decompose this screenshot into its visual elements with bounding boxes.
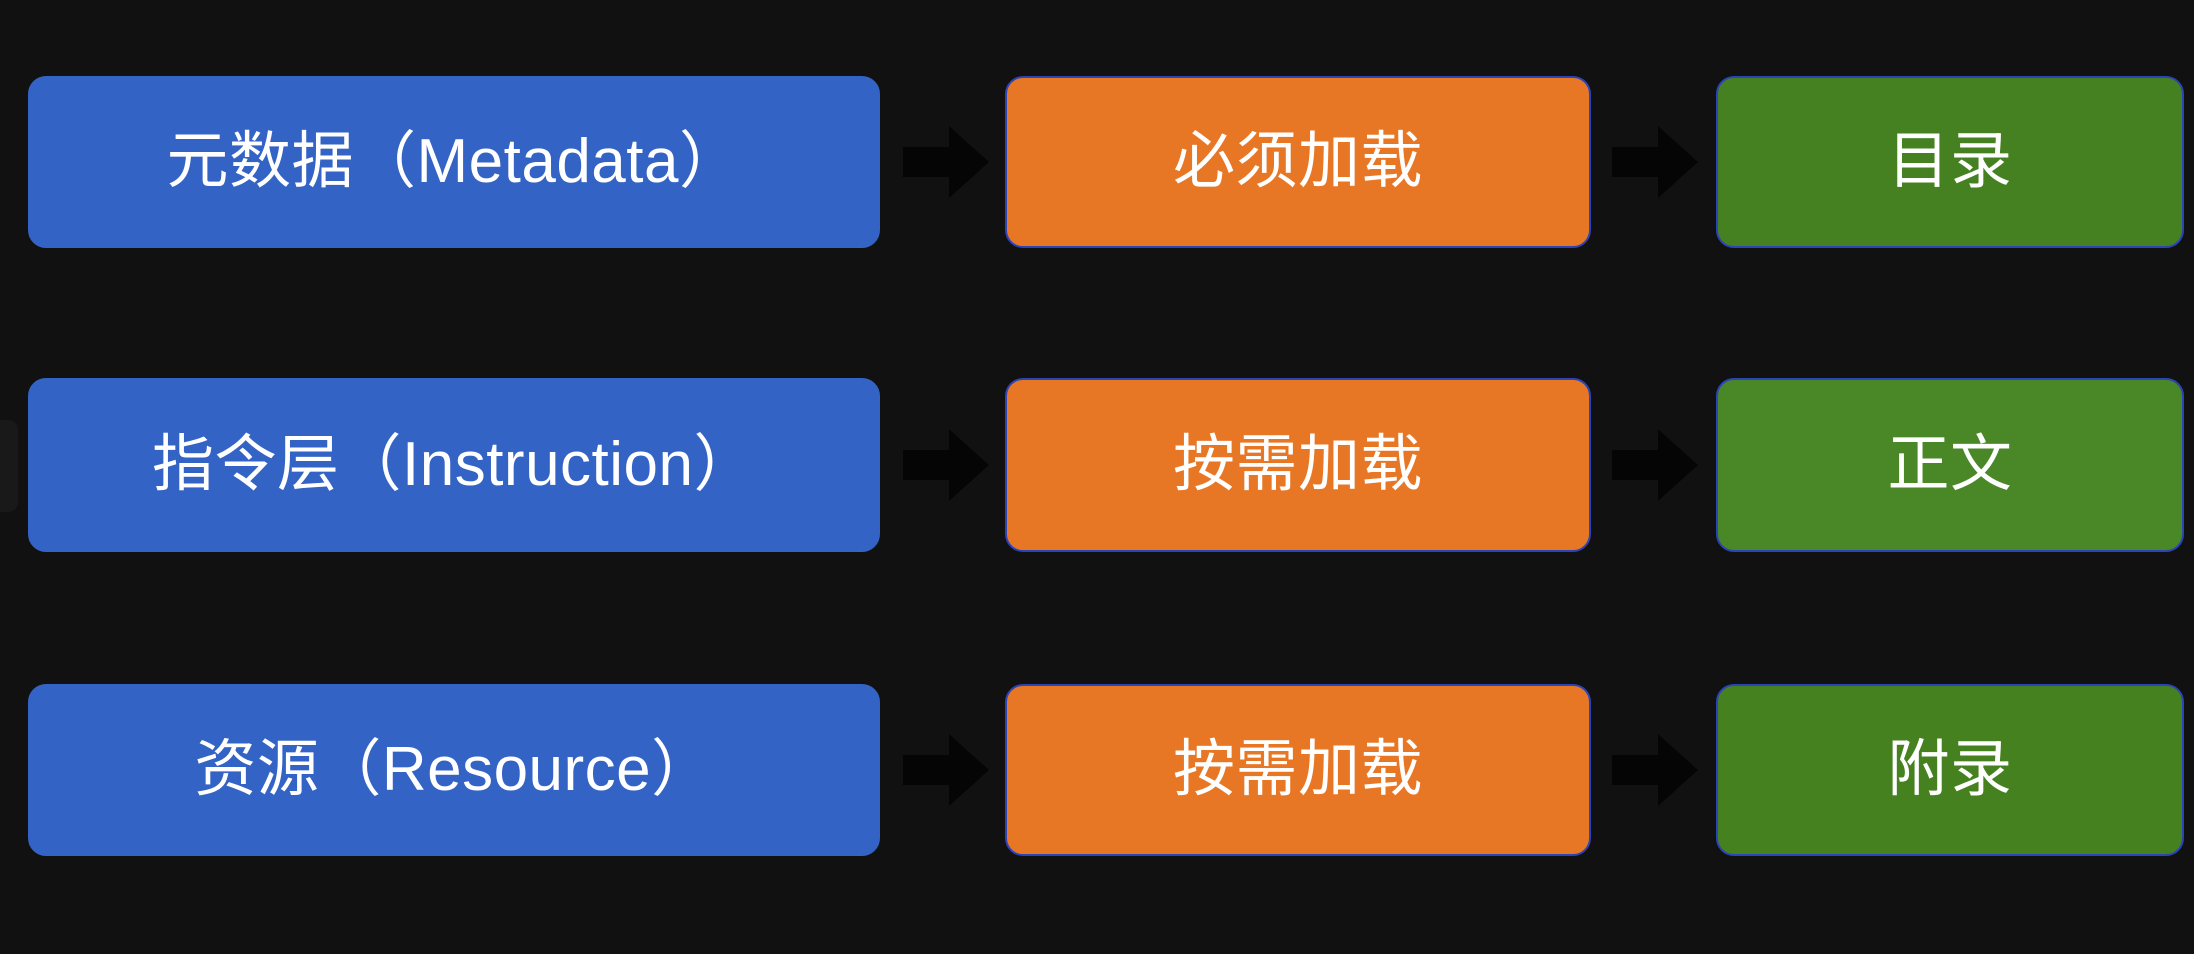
section-node[interactable]: 目录: [1716, 76, 2184, 248]
right-arrow-icon: [1612, 124, 1698, 200]
flow-row: 元数据（Metadata） 必须加载 目录: [0, 76, 2194, 248]
flow-row: 指令层（Instruction） 按需加载 正文: [0, 378, 2194, 552]
right-arrow-icon: [903, 732, 989, 808]
right-arrow-icon: [1612, 732, 1698, 808]
layer-node[interactable]: 指令层（Instruction）: [28, 378, 880, 552]
loading-node[interactable]: 按需加载: [1005, 378, 1591, 552]
layer-node[interactable]: 资源（Resource）: [28, 684, 880, 856]
right-arrow-icon: [1612, 427, 1698, 503]
right-arrow-icon: [903, 124, 989, 200]
loading-node[interactable]: 按需加载: [1005, 684, 1591, 856]
loading-node[interactable]: 必须加载: [1005, 76, 1591, 248]
section-node[interactable]: 附录: [1716, 684, 2184, 856]
flow-row: 资源（Resource） 按需加载 附录: [0, 684, 2194, 856]
layer-node[interactable]: 元数据（Metadata）: [28, 76, 880, 248]
right-arrow-icon: [903, 427, 989, 503]
offscreen-panel-sliver: [0, 420, 18, 512]
section-node[interactable]: 正文: [1716, 378, 2184, 552]
